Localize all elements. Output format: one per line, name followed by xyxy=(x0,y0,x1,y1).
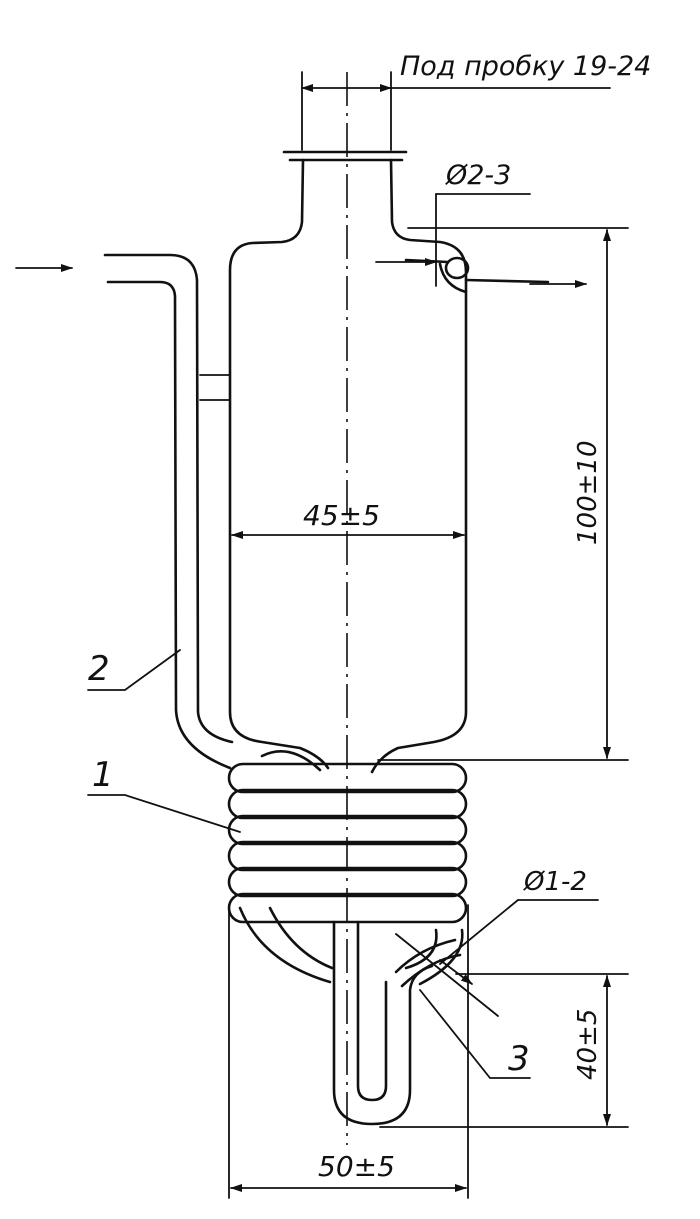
outlet-diameter-label: Ø2-3 xyxy=(445,160,511,191)
stopper-note-label: Под пробку 19-24 xyxy=(400,51,651,82)
body-diameter-dimension: 45±5 xyxy=(231,499,465,539)
part-callout-1: 1 xyxy=(87,755,241,833)
stopper-dimension: Под пробку 19-24 xyxy=(301,51,651,151)
part-number-1: 1 xyxy=(92,755,114,795)
part-number-3: 3 xyxy=(508,1039,530,1079)
body-diameter-label: 45±5 xyxy=(303,499,380,532)
body-height-label: 100±10 xyxy=(573,441,603,546)
outlet-diameter-callout: Ø2-3 xyxy=(435,160,531,287)
side-tube xyxy=(103,253,234,770)
capillary-diameter-callout: Ø1-2 xyxy=(395,867,599,1017)
trap-height-label: 40±5 xyxy=(573,1009,603,1080)
part-number-2: 2 xyxy=(88,649,110,689)
part-callout-3: 3 xyxy=(419,989,531,1079)
vessel-body xyxy=(199,150,468,774)
coil-width-dimension: 50±5 xyxy=(228,904,469,1199)
u-tube xyxy=(238,906,464,1126)
part-callout-2: 2 xyxy=(87,649,181,691)
coil xyxy=(227,750,468,924)
capillary-diameter-label: Ø1-2 xyxy=(523,867,587,897)
coil-width-label: 50±5 xyxy=(318,1150,395,1183)
trap-height-dimension: 40±5 xyxy=(379,973,629,1128)
body-height-dimension: 100±10 xyxy=(377,227,629,761)
flow-arrows xyxy=(15,258,587,288)
outlet-tube xyxy=(404,256,550,294)
